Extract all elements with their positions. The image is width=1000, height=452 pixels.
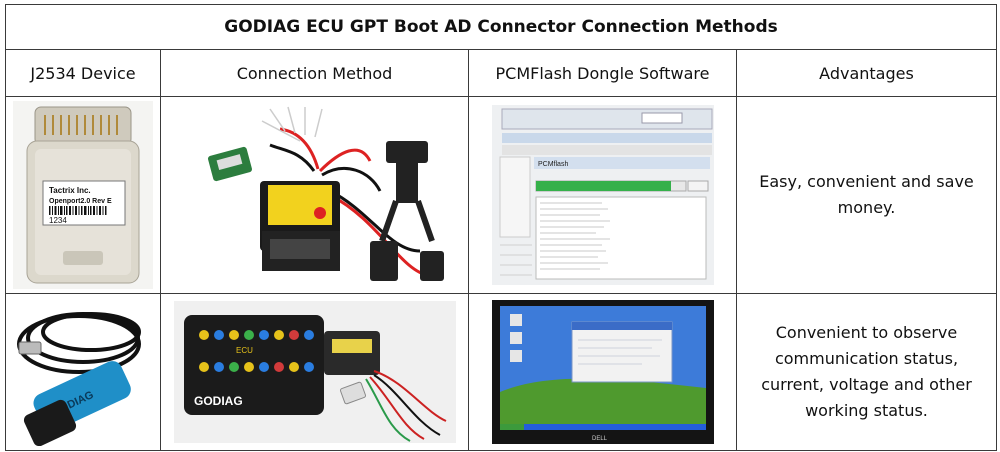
- cell-connection-method-box: GODIAG ECU: [160, 293, 469, 451]
- table-row: Tactrix Inc. Openport2.0 Rev E 1234: [5, 96, 997, 294]
- monitor-brand-text: DELL: [592, 436, 608, 442]
- title-row: GODIAG ECU GPT Boot AD Connector Connect…: [5, 4, 997, 50]
- software-window-title: PCMflash: [538, 161, 568, 168]
- cell-pcmflash-screen-1: PCMflash: [468, 96, 737, 294]
- tactrix-openport-image: Tactrix Inc. Openport2.0 Rev E 1234: [13, 101, 153, 289]
- led-row-bottom: [198, 362, 314, 372]
- led-row-top: [198, 330, 314, 340]
- header-advantages: Advantages: [736, 49, 997, 97]
- cell-device-tactrix: Tactrix Inc. Openport2.0 Rev E 1234: [5, 96, 161, 294]
- cell-connection-method-cables: [160, 96, 469, 294]
- gpt-boot-connector-image: [169, 101, 460, 289]
- cell-device-godiag-cable: GODIAG: [5, 293, 161, 451]
- advantage-row-2: Convenient to observe communication stat…: [736, 293, 997, 451]
- device-label-code: 1234: [49, 216, 67, 225]
- laptop-xp-screenshot: DELL: [491, 300, 714, 444]
- header-row: J2534 Device Connection Method PCMFlash …: [5, 49, 997, 97]
- header-connection-method: Connection Method: [160, 49, 469, 97]
- header-j2534-device: J2534 Device: [5, 49, 161, 97]
- godiag-cable-image: GODIAG: [13, 298, 153, 446]
- table-title: GODIAG ECU GPT Boot AD Connector Connect…: [5, 4, 997, 50]
- software-progress-bar: [535, 181, 671, 191]
- header-pcmflash-software: PCMFlash Dongle Software: [468, 49, 737, 97]
- table-row: GODIAG G: [5, 293, 997, 451]
- device-label-line2: Openport2.0 Rev E: [49, 198, 112, 205]
- cell-pcmflash-screen-2: DELL: [468, 293, 737, 451]
- advantage-row-1: Easy, convenient and save money.: [736, 96, 997, 294]
- connector-model-text: ECU: [236, 346, 253, 355]
- connection-methods-table: GODIAG ECU GPT Boot AD Connector Connect…: [5, 4, 997, 451]
- device-label-line1: Tactrix Inc.: [49, 186, 91, 195]
- pcmflash-screenshot: PCMflash: [491, 105, 714, 285]
- connector-brand-text: GODIAG: [194, 394, 243, 408]
- godiag-breakout-box-image: GODIAG ECU: [173, 301, 456, 443]
